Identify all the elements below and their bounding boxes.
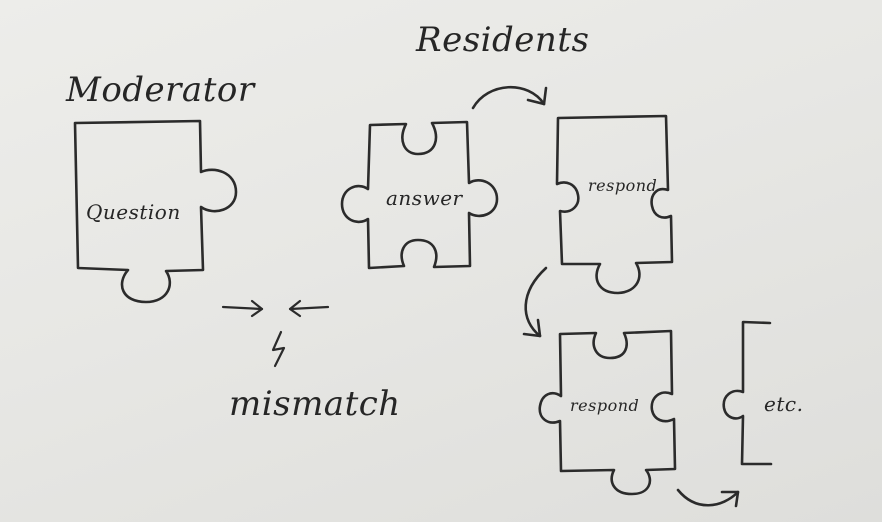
mismatch-arrow-right bbox=[221, 299, 264, 318]
moderator-label: Moderator bbox=[66, 70, 255, 110]
respond-label-2: respond bbox=[570, 396, 640, 415]
mismatch-arrow-left bbox=[288, 299, 330, 318]
mismatch-label: mismatch bbox=[229, 384, 401, 424]
etc-puzzle-piece bbox=[722, 320, 773, 466]
respond-puzzle-piece-1 bbox=[555, 114, 674, 295]
answer-puzzle-piece bbox=[340, 120, 499, 270]
question-label: Question bbox=[86, 200, 181, 224]
residents-label: Residents bbox=[416, 20, 590, 60]
arrow-answer-to-respond bbox=[471, 85, 548, 110]
arrow-respond-to-respond bbox=[522, 266, 548, 338]
respond-puzzle-piece-2 bbox=[538, 329, 677, 496]
answer-label: answer bbox=[386, 186, 463, 210]
lightning-icon bbox=[271, 330, 286, 368]
arrow-to-next-piece bbox=[676, 488, 740, 508]
question-puzzle-piece bbox=[73, 119, 238, 304]
respond-label-1: respond bbox=[588, 176, 658, 195]
etc-label: etc. bbox=[764, 392, 804, 416]
